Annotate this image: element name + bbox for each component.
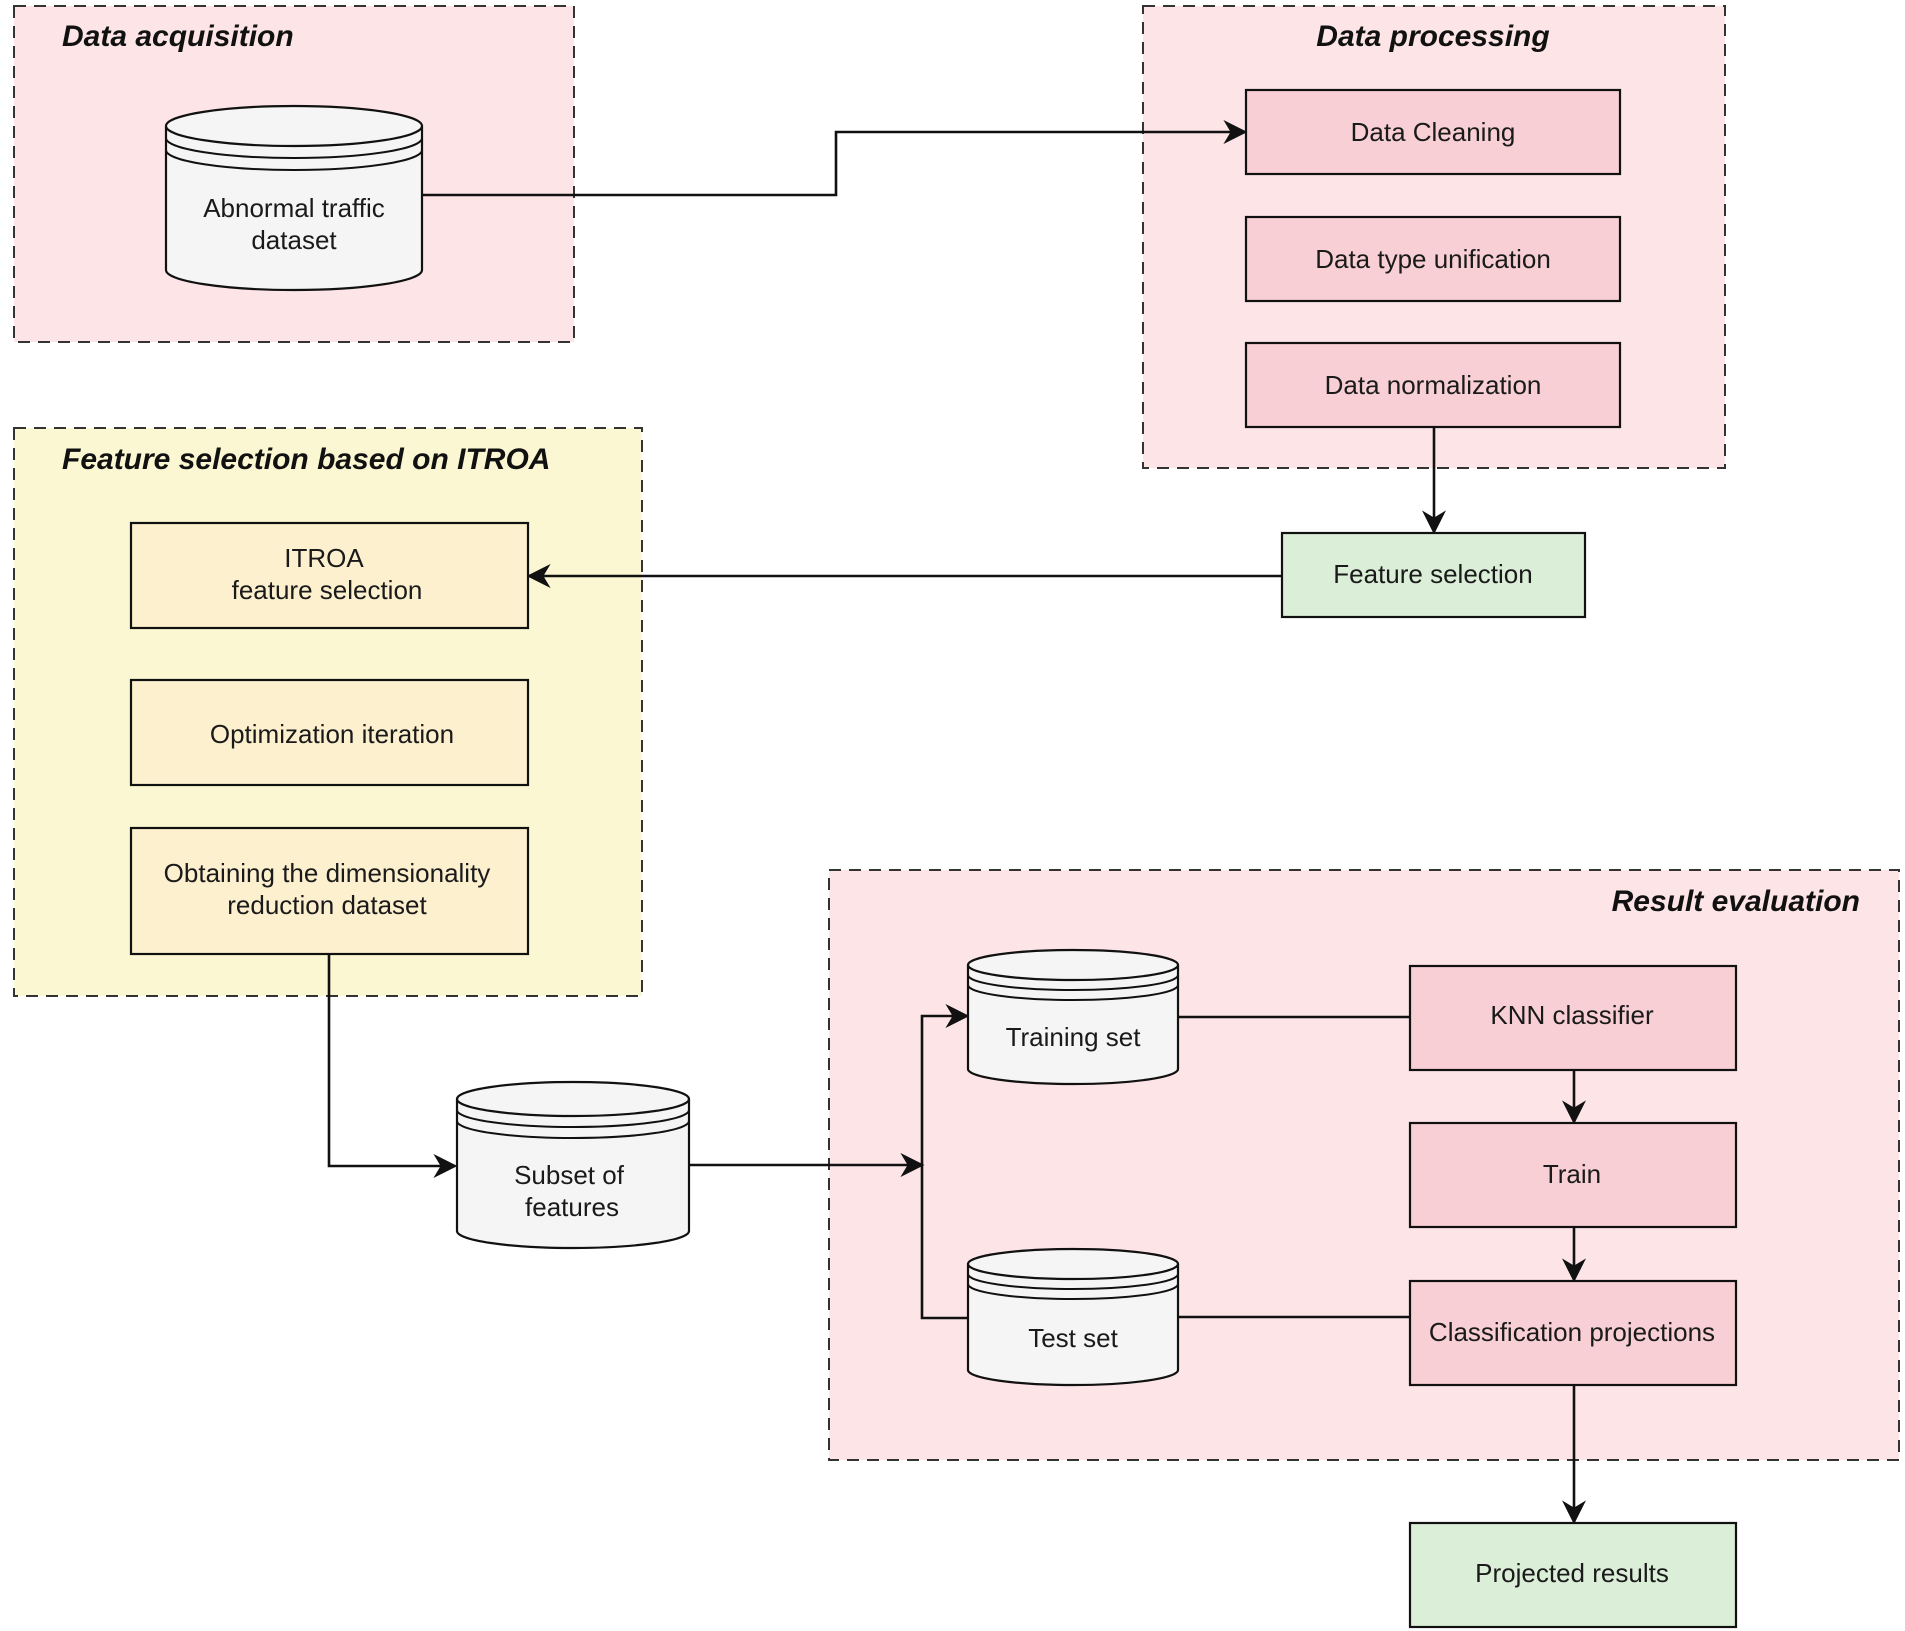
edge-dataset-to-cleaning <box>422 120 1248 197</box>
data-normalization-label: Data normalization <box>1325 370 1542 400</box>
edge-split-to-test <box>920 1165 968 1320</box>
edge-split-to-training <box>920 1004 970 1165</box>
train-label: Train <box>1543 1159 1601 1189</box>
group-title-data-processing: Data processing <box>1316 20 1549 53</box>
cylinder-abnormal-traffic-dataset: Abnormal traffic dataset <box>164 104 424 292</box>
subset-label-line1: Subset of <box>514 1160 625 1190</box>
cylinder-test-set: Test set <box>966 1247 1180 1387</box>
node-knn-classifier: KNN classifier <box>1408 964 1738 1072</box>
group-title-feature-selection-itroa: Feature selection based on ITROA <box>62 443 550 476</box>
node-classification-projections: Classification projections <box>1408 1279 1738 1387</box>
itroa-label-line1: ITROA <box>284 543 364 573</box>
abnormal-dataset-label-line1: Abnormal traffic <box>203 193 385 223</box>
dimensionality-reduction-label-line1: Obtaining the dimensionality <box>164 858 491 888</box>
test-set-label: Test set <box>1028 1323 1118 1353</box>
subset-label-line2: features <box>525 1192 619 1222</box>
node-data-normalization: Data normalization <box>1244 341 1622 429</box>
group-title-result-evaluation: Result evaluation <box>1612 885 1860 918</box>
itroa-label-line2: feature selection <box>232 575 423 605</box>
node-projected-results: Projected results <box>1408 1521 1738 1629</box>
node-dimensionality-reduction: Obtaining the dimensionality reduction d… <box>129 826 530 956</box>
training-set-label: Training set <box>1006 1022 1142 1052</box>
knn-classifier-label: KNN classifier <box>1490 1000 1654 1030</box>
group-title-data-acquisition: Data acquisition <box>62 20 294 53</box>
cylinder-training-set: Training set <box>966 948 1180 1086</box>
cylinder-subset-of-features: Subset of features <box>455 1080 691 1250</box>
node-train: Train <box>1408 1121 1738 1229</box>
classification-projections-label: Classification projections <box>1429 1317 1715 1347</box>
node-data-cleaning: Data Cleaning <box>1244 88 1622 176</box>
feature-selection-label: Feature selection <box>1333 559 1532 589</box>
abnormal-dataset-label-line2: dataset <box>251 225 337 255</box>
node-data-type-unification: Data type unification <box>1244 215 1622 303</box>
edge-reduction-to-subset <box>327 955 458 1178</box>
data-cleaning-label: Data Cleaning <box>1351 117 1516 147</box>
node-itroa-feature-selection: ITROA feature selection <box>129 521 530 630</box>
optimization-iteration-label: Optimization iteration <box>210 719 454 749</box>
dimensionality-reduction-label-line2: reduction dataset <box>227 890 427 920</box>
projected-results-label: Projected results <box>1475 1558 1669 1588</box>
data-type-unification-label: Data type unification <box>1315 244 1551 274</box>
node-feature-selection: Feature selection <box>1280 531 1587 619</box>
node-optimization-iteration: Optimization iteration <box>129 678 530 787</box>
